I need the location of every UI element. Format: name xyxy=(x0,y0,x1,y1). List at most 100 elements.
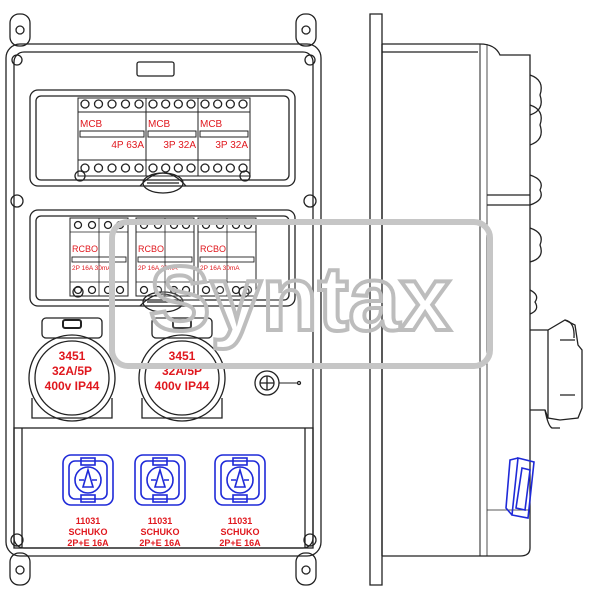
terminal-screw xyxy=(186,99,196,109)
terminal-screw xyxy=(186,163,196,173)
terminal-screw xyxy=(213,99,223,109)
terminal-screw xyxy=(107,99,117,109)
rcbo-rating: 2P 16A 30mA xyxy=(72,265,112,272)
terminal-screw xyxy=(148,99,158,109)
terminal-screw xyxy=(120,163,131,173)
mcb-label: MCB xyxy=(200,119,223,130)
terminal-screw xyxy=(73,220,83,230)
schuko-type: SCHUKO xyxy=(140,527,179,537)
socket-spec: 32A/5P xyxy=(52,364,92,378)
socket-code: 3451 xyxy=(59,349,86,363)
terminal-screw xyxy=(120,99,131,109)
terminal-screw xyxy=(173,99,183,109)
terminal-screw xyxy=(173,163,183,173)
terminal-screw xyxy=(161,163,171,173)
terminal-screw xyxy=(103,220,113,230)
rcbo-label: RCBO xyxy=(138,244,164,254)
terminal-screw xyxy=(225,163,235,173)
schuko-rating: 2P+E 16A xyxy=(139,538,181,548)
terminal-screw xyxy=(72,286,84,298)
terminal-screw xyxy=(87,285,97,295)
mcb-rating: 3P 32A xyxy=(163,140,196,151)
toggle-bar xyxy=(137,256,193,263)
side-industrial-socket xyxy=(530,319,583,429)
watermark-text: Syntax xyxy=(149,248,451,350)
terminal-screw xyxy=(215,285,225,295)
key-switch xyxy=(254,370,302,396)
socket-rating: 400v IP44 xyxy=(45,379,100,393)
mounting-ears xyxy=(9,13,317,586)
terminal-screw xyxy=(148,163,158,173)
terminal-screw xyxy=(161,99,171,109)
schuko-frame xyxy=(62,454,114,506)
rcbo-label: RCBO xyxy=(72,244,98,254)
terminal-screw xyxy=(80,99,90,109)
terminal-screw xyxy=(153,285,163,295)
terminal-screw xyxy=(74,170,86,182)
terminal-screw xyxy=(115,285,125,295)
side-view xyxy=(369,13,583,586)
terminal-screw xyxy=(200,163,210,173)
terminal-screw xyxy=(139,285,149,295)
front-view: MCB 4P 63A MCB 3P 32A MCB 3P 32A RCBO 2P 16A 3… xyxy=(5,13,322,586)
mcb-label: MCB xyxy=(148,119,171,130)
terminal-screw xyxy=(238,99,248,109)
terminal-screw xyxy=(239,170,251,182)
terminal-screw xyxy=(213,163,223,173)
terminal-screw xyxy=(238,286,250,298)
terminal-screw xyxy=(87,220,97,230)
mcb-breakers: MCB 4P 63A MCB 3P 32A MCB 3P 32A xyxy=(74,97,251,182)
mcb-label: MCB xyxy=(80,119,103,130)
rcbo-breaker: RCBO 2P 16A 30mA xyxy=(69,217,129,297)
schuko-rating: 2P+E 16A xyxy=(219,538,261,548)
schuko-frame xyxy=(214,454,266,506)
toggle-bar xyxy=(147,130,197,138)
toggle-bar xyxy=(71,256,127,263)
label-slot xyxy=(136,61,175,77)
terminal-screw xyxy=(134,163,144,173)
rcbo-rating: 2P 16A 30mA xyxy=(138,265,178,272)
toggle-bar xyxy=(79,130,145,138)
terminal-screw xyxy=(201,285,211,295)
terminal-screw xyxy=(107,163,117,173)
schuko-code: 11031 xyxy=(76,516,101,526)
mcb-rating: 3P 32A xyxy=(215,140,248,151)
rcbo-rating: 2P 16A 30mA xyxy=(200,265,240,272)
toggle-bar xyxy=(199,130,249,138)
cover-screws xyxy=(10,54,317,547)
schuko-type: SCHUKO xyxy=(220,527,259,537)
mcb-breaker: MCB 3P 32A xyxy=(197,97,251,177)
lower-compartment xyxy=(13,427,314,549)
terminal-screw xyxy=(80,163,90,173)
terminal-screw xyxy=(93,163,104,173)
schuko-code: 11031 xyxy=(148,516,173,526)
terminal-screw xyxy=(134,99,144,109)
terminal-screw xyxy=(243,285,253,295)
syntax-watermark: Syntax xyxy=(109,219,493,369)
mcb-breaker: MCB 3P 32A xyxy=(145,97,199,177)
schuko-code: 11031 xyxy=(228,516,253,526)
schuko-type: SCHUKO xyxy=(68,527,107,537)
schuko-frame xyxy=(134,454,186,506)
toggle-bar xyxy=(199,256,255,263)
terminal-screw xyxy=(225,99,235,109)
mcb-window: MCB 4P 63A MCB 3P 32A MCB 3P 32A xyxy=(29,89,296,194)
terminal-screw xyxy=(93,99,104,109)
enclosure-body xyxy=(5,43,322,557)
socket-code: 3451 xyxy=(169,349,196,363)
schuko-rating: 2P+E 16A xyxy=(67,538,109,548)
mcb-rating: 4P 63A xyxy=(111,140,144,151)
terminal-screw xyxy=(200,99,210,109)
side-schuko-socket xyxy=(505,457,535,519)
mcb-breaker: MCB 4P 63A xyxy=(77,97,147,177)
socket-rating: 400v IP44 xyxy=(155,379,210,393)
rcbo-label: RCBO xyxy=(200,244,226,254)
terminal-screw xyxy=(181,285,191,295)
